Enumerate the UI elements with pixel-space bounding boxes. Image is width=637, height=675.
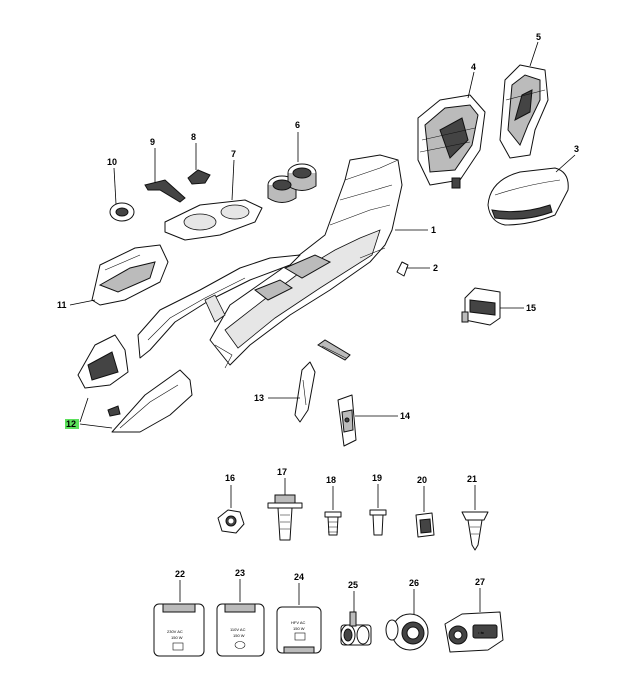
outlet-24-label: HFV AC: [291, 620, 306, 625]
part-9-trim-strip[interactable]: [144, 179, 186, 203]
callout-22: 22: [175, 569, 185, 579]
callout-24: 24: [294, 572, 304, 582]
callout-17: 17: [277, 467, 287, 477]
part-22-power-outlet[interactable]: 230V AC 150 W: [153, 603, 205, 657]
callout-2: 2: [433, 263, 438, 273]
part-8-clip[interactable]: [187, 169, 211, 185]
callout-11: 11: [57, 300, 67, 310]
part-15-bracket[interactable]: [461, 287, 501, 326]
callout-19: 19: [372, 473, 382, 483]
part-26-power-socket[interactable]: [385, 613, 429, 651]
part-13-vertical-trim[interactable]: [294, 361, 316, 423]
part-3-armrest-lid[interactable]: [487, 167, 569, 226]
part-14-bracket[interactable]: [337, 394, 357, 447]
callout-18: 18: [326, 475, 336, 485]
part-17-pushpin[interactable]: [267, 494, 303, 541]
outlet-23-label: 110V AC: [230, 627, 246, 632]
callout-3: 3: [574, 144, 579, 154]
part-12-lower-panel[interactable]: [77, 334, 193, 433]
part-16-nut[interactable]: [217, 509, 245, 534]
callout-8: 8: [191, 132, 196, 142]
callout-27: 27: [475, 577, 485, 587]
svg-text:150 W: 150 W: [293, 626, 305, 631]
part-18-screw[interactable]: [324, 511, 342, 536]
callout-26: 26: [409, 578, 419, 588]
part-1-console-body[interactable]: [209, 154, 403, 369]
part-24-power-outlet[interactable]: HFV AC 150 W: [276, 606, 322, 654]
callout-6: 6: [295, 120, 300, 130]
callout-23: 23: [235, 568, 245, 578]
callout-9: 9: [150, 137, 155, 147]
part-25-power-socket[interactable]: [340, 611, 372, 646]
part-27-usb-port[interactable]: • ⇆: [444, 611, 504, 653]
callout-14: 14: [400, 411, 410, 421]
callout-21: 21: [467, 474, 477, 484]
callout-16: 16: [225, 473, 235, 483]
callout-12: 12: [66, 419, 76, 429]
svg-text:150 W: 150 W: [171, 635, 183, 640]
part-19-screw[interactable]: [369, 509, 387, 536]
part-4-storage-bin[interactable]: [417, 94, 486, 189]
part-23-power-outlet[interactable]: 110V AC 150 W: [216, 603, 265, 657]
part-2-small-clip[interactable]: [396, 261, 409, 277]
part-5-armrest-frame[interactable]: [499, 64, 549, 159]
part-strip-clip[interactable]: [317, 339, 351, 361]
part-20-clip[interactable]: [415, 512, 435, 538]
part-10-ring[interactable]: [109, 202, 135, 222]
part-21-pushpin[interactable]: [461, 511, 489, 551]
outlet-22-label: 230V AC: [167, 629, 183, 634]
callout-13: 13: [254, 393, 264, 403]
part-11-side-panel[interactable]: [91, 244, 169, 306]
callout-15: 15: [526, 303, 536, 313]
part-frame-trim[interactable]: [137, 254, 301, 359]
svg-text:• ⇆: • ⇆: [478, 630, 485, 635]
callout-25: 25: [348, 580, 358, 590]
part-7-cupholder-bezel[interactable]: [164, 199, 263, 241]
svg-text:150 W: 150 W: [233, 633, 245, 638]
callout-7: 7: [231, 149, 236, 159]
callout-10: 10: [107, 157, 117, 167]
callout-4: 4: [471, 62, 476, 72]
callout-5: 5: [536, 32, 541, 42]
callout-20: 20: [417, 475, 427, 485]
part-6-cupholder-insert[interactable]: [267, 163, 317, 203]
callout-1: 1: [431, 225, 436, 235]
callout-12-highlight: [65, 419, 79, 429]
